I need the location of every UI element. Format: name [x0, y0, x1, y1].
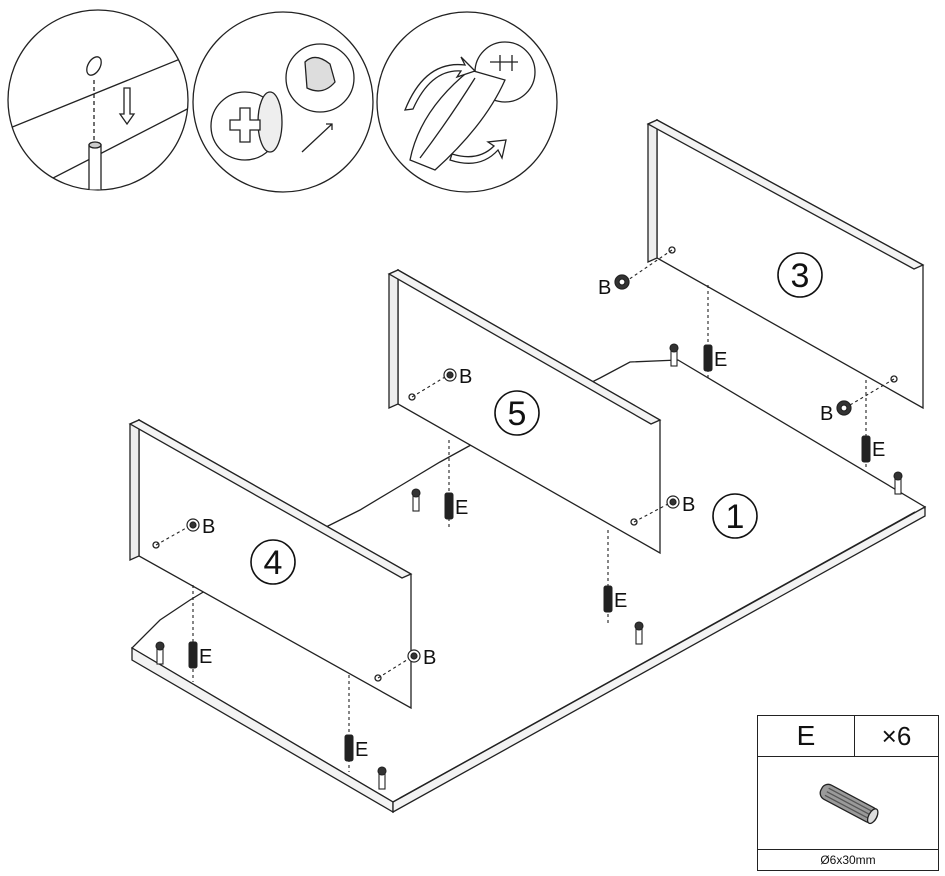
cam-fittings	[186, 274, 852, 663]
cam-bolt	[411, 488, 421, 512]
part-size: Ø6x30mm	[820, 853, 876, 867]
panel-number-back: 3	[791, 257, 810, 295]
parts-table-header: E ×6	[758, 716, 938, 757]
cam-label: B	[598, 277, 611, 299]
dowel	[861, 435, 871, 463]
part-letter: E	[758, 716, 855, 756]
dowel	[188, 641, 198, 669]
cam-bolt	[634, 621, 644, 645]
cam-fitting	[614, 274, 630, 290]
panel-numbers	[250, 252, 823, 585]
dowel-label: E	[199, 646, 212, 668]
cam-label: B	[820, 403, 833, 425]
cam-fitting	[836, 400, 852, 416]
dowel-label: E	[614, 590, 627, 612]
base-panel	[130, 359, 927, 814]
cam-label: B	[202, 516, 215, 538]
cam-bolt	[669, 343, 679, 367]
dowel-label: E	[355, 739, 368, 761]
dowel-label: E	[455, 497, 468, 519]
panel-number-middle: 5	[508, 395, 527, 433]
dowel-icon	[819, 783, 879, 825]
dowel-label: E	[714, 349, 727, 371]
detail-dowel-insert	[7, 9, 189, 191]
cam-fitting	[666, 495, 680, 509]
panel-number-left-side: 4	[264, 544, 283, 582]
cam-bolts	[155, 343, 903, 790]
cam-label: B	[682, 494, 695, 516]
dowel-label: E	[872, 439, 885, 461]
dowel-illustration	[758, 757, 938, 850]
dowel	[344, 734, 354, 762]
dowel	[603, 585, 613, 613]
cam-fitting	[443, 368, 457, 382]
detail-cam-insert	[192, 11, 374, 193]
cam-bolt	[893, 471, 903, 495]
cam-label: B	[459, 366, 472, 388]
cam-bolt	[377, 766, 387, 790]
cam-fitting	[407, 649, 421, 663]
detail-cam-tighten	[376, 11, 558, 193]
cam-bolt	[155, 641, 165, 665]
panel-number-base: 1	[726, 498, 745, 536]
dowel	[703, 344, 713, 372]
dowels	[188, 344, 871, 762]
parts-table: E ×6 Ø6x30mm	[757, 715, 939, 871]
dowel	[444, 492, 454, 520]
cam-fitting	[186, 518, 200, 532]
part-quantity: ×6	[881, 720, 912, 751]
cam-label: B	[423, 647, 436, 669]
